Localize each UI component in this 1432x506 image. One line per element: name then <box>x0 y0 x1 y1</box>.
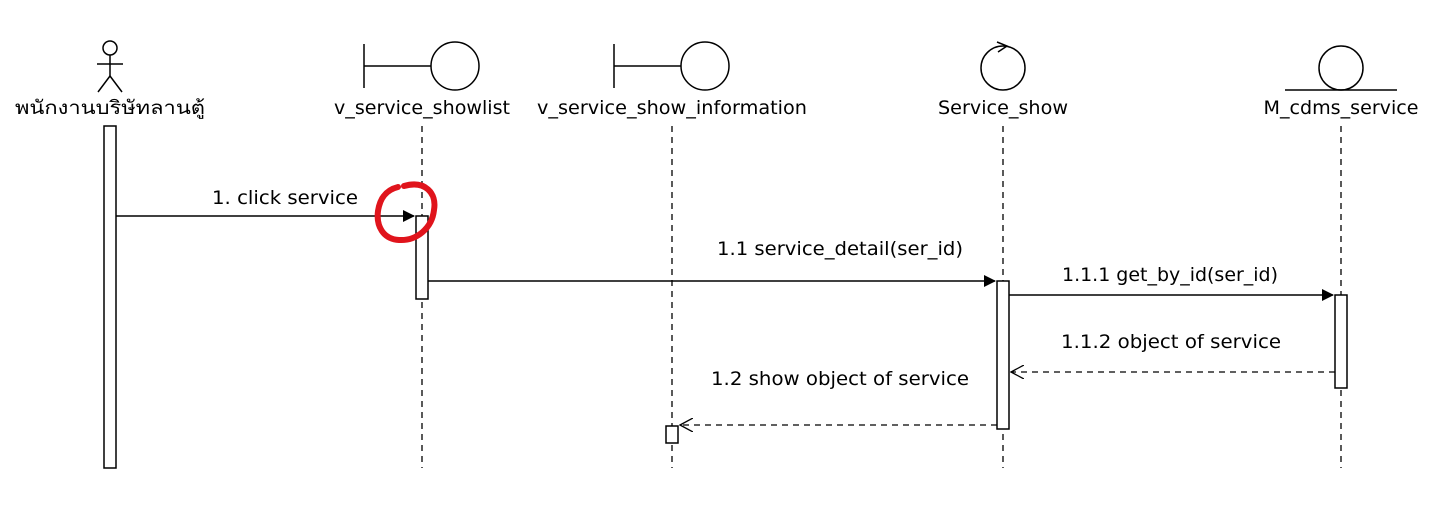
boundary-icon <box>363 41 480 91</box>
activation-actor <box>103 125 117 469</box>
message-label-1-1-2: 1.1.2 object of service <box>1061 331 1281 353</box>
message-label-1-1-1: 1.1.1 get_by_id(ser_id) <box>1062 264 1278 286</box>
participant-name-control: Service_show <box>938 97 1068 119</box>
red-circle-annotation <box>374 181 438 244</box>
participant-name-showinfo: v_service_show_information <box>537 97 807 119</box>
activation-showinfo <box>665 425 679 444</box>
participant-name-showlist: v_service_showlist <box>334 97 510 119</box>
activation-control <box>996 280 1010 430</box>
activation-entity <box>1334 294 1348 389</box>
message-label-1-1: 1.1 service_detail(ser_id) <box>717 238 963 260</box>
entity-icon <box>1285 45 1397 91</box>
boundary-icon <box>613 41 730 91</box>
control-icon <box>980 41 1026 91</box>
message-label-1-2: 1.2 show object of service <box>711 368 969 390</box>
participant-name-actor: พนักงานบริษัทลานตู้ <box>15 97 205 119</box>
participant-name-entity: M_cdms_service <box>1264 97 1419 119</box>
message-label-1: 1. click service <box>212 187 358 209</box>
actor-icon <box>97 40 123 93</box>
